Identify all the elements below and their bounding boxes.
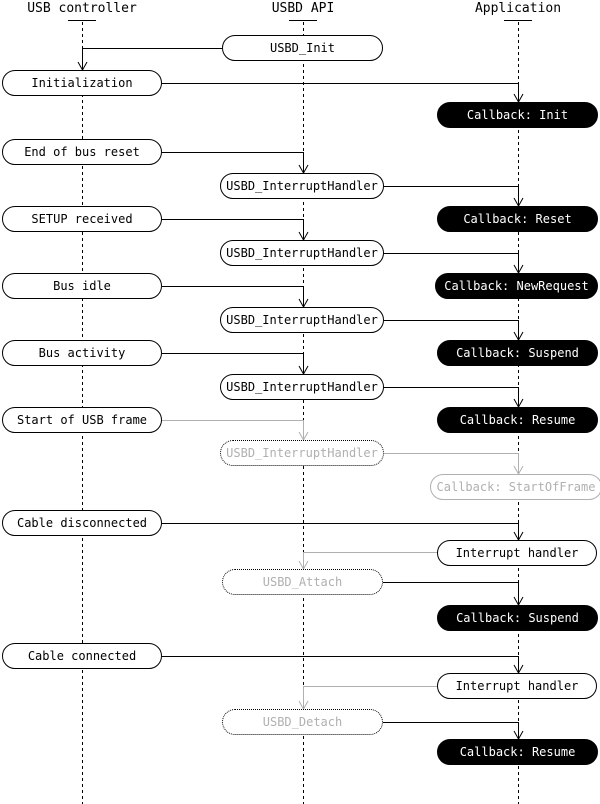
node-usbd-interrupthandler-1: USBD_InterruptHandler xyxy=(220,173,384,199)
node-bus-idle: Bus idle xyxy=(2,273,162,299)
column-header-usbd-api: USBD API xyxy=(271,1,335,16)
node-cable-disconnected: Cable disconnected xyxy=(2,510,162,536)
node-callback-init: Callback: Init xyxy=(437,102,598,128)
node-usbd-detach: USBD_Detach xyxy=(222,709,383,735)
node-interrupt-handler-2: Interrupt handler xyxy=(437,673,597,699)
edge-interrupt-handler-to-usbd-detach xyxy=(303,686,437,709)
node-usbd-init: USBD_Init xyxy=(222,35,383,61)
node-callback-suspend-2: Callback: Suspend xyxy=(437,605,598,631)
node-callback-resume-1: Callback: Resume xyxy=(437,407,598,433)
node-callback-reset: Callback: Reset xyxy=(437,206,598,232)
edge-start-of-usb-frame-to-handler xyxy=(162,420,304,440)
node-usbd-interrupthandler-3: USBD_InterruptHandler xyxy=(220,307,384,333)
edge-bus-idle-to-handler xyxy=(162,286,304,307)
edge-interrupt-handler-to-usbd-attach xyxy=(303,552,437,569)
column-header-usb-controller: USB controller xyxy=(27,1,137,16)
edge-handler-to-callback-reset xyxy=(384,186,519,206)
edge-setup-received-to-handler xyxy=(162,219,304,240)
node-callback-suspend-1: Callback: Suspend xyxy=(437,340,598,366)
node-usbd-interrupthandler-4: USBD_InterruptHandler xyxy=(220,374,384,400)
node-cable-connected: Cable connected xyxy=(2,643,162,669)
edge-usbd-init-to-initialization xyxy=(82,48,222,70)
edge-bus-activity-to-handler xyxy=(162,353,304,374)
edge-handler-to-callback-newrequest xyxy=(384,253,519,273)
node-interrupt-handler-1: Interrupt handler xyxy=(437,540,597,566)
node-initialization: Initialization xyxy=(2,70,162,96)
edge-cable-disconnected-to-interrupt-handler xyxy=(162,523,519,540)
edge-handler-to-callback-resume xyxy=(384,387,519,407)
node-callback-startofframe: Callback: StartOfFrame xyxy=(430,474,600,500)
column-header-application: Application xyxy=(474,1,562,16)
edge-usbd-detach-to-callback-resume xyxy=(383,722,519,739)
node-callback-newrequest: Callback: NewRequest xyxy=(435,273,598,299)
node-usbd-interrupthandler-2: USBD_InterruptHandler xyxy=(220,240,384,266)
node-end-of-bus-reset: End of bus reset xyxy=(2,139,162,165)
node-setup-received: SETUP received xyxy=(2,206,162,232)
node-callback-resume-2: Callback: Resume xyxy=(437,739,598,765)
node-bus-activity: Bus activity xyxy=(2,340,162,366)
node-start-of-usb-frame: Start of USB frame xyxy=(2,407,162,433)
node-usbd-attach: USBD_Attach xyxy=(222,569,383,595)
node-usbd-interrupthandler-5: USBD_InterruptHandler xyxy=(220,440,384,466)
edge-cable-connected-to-interrupt-handler xyxy=(162,656,519,673)
edge-initialization-to-callback-init xyxy=(162,83,519,102)
edge-end-of-bus-reset-to-handler xyxy=(162,152,304,173)
edge-handler-to-callback-suspend xyxy=(384,320,519,340)
edge-usbd-attach-to-callback-suspend xyxy=(383,582,519,605)
edge-handler-to-callback-startofframe xyxy=(384,453,519,474)
